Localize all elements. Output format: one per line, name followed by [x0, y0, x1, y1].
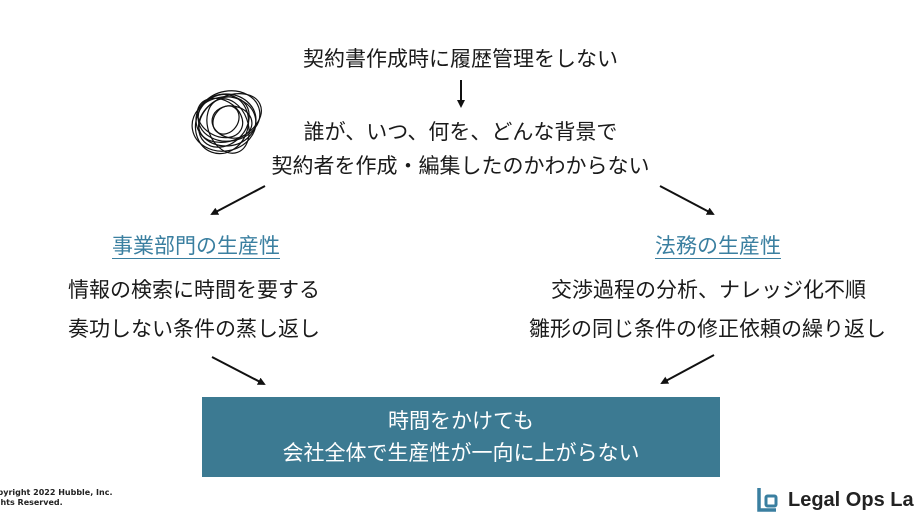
result-box: 時間をかけても 会社全体で生産性が一向に上がらない	[202, 397, 720, 477]
top-line-3: 契約者を作成・編集したのかわからない	[271, 154, 650, 178]
copyright-line-2: ights Reserved.	[0, 498, 63, 507]
copyright: opyright 2022 Hubble, Inc. ights Reserve…	[0, 488, 113, 508]
result-line-1: 時間をかけても	[388, 409, 534, 433]
right-line-1: 交渉過程の分析、ナレッジ化不順	[551, 278, 866, 302]
logo-text: Legal Ops La	[788, 488, 914, 511]
logo: Legal Ops La	[756, 486, 914, 514]
arrow-to-left	[210, 185, 266, 215]
scribble-icon	[191, 90, 262, 155]
top-line-2: 誰が、いつ、何を、どんな背景で	[303, 120, 618, 144]
result-line-2: 会社全体で生産性が一向に上がらない	[282, 441, 640, 465]
copyright-line-1: opyright 2022 Hubble, Inc.	[0, 488, 113, 497]
logo-icon	[757, 488, 778, 512]
right-section-label: 法務の生産性	[655, 234, 781, 258]
arrow-to-right	[659, 185, 715, 215]
right-line-2: 雛形の同じ条件の修正依頼の繰り返し	[529, 317, 886, 341]
arrow-left-to-box	[211, 356, 266, 385]
left-line-2: 奏功しない条件の蒸し返し	[68, 317, 320, 341]
arrow-right-to-box	[660, 354, 715, 384]
left-line-1: 情報の検索に時間を要する	[68, 278, 320, 302]
left-section-label: 事業部門の生産性	[112, 234, 280, 258]
top-line-1: 契約書作成時に履歴管理をしない	[303, 47, 618, 71]
